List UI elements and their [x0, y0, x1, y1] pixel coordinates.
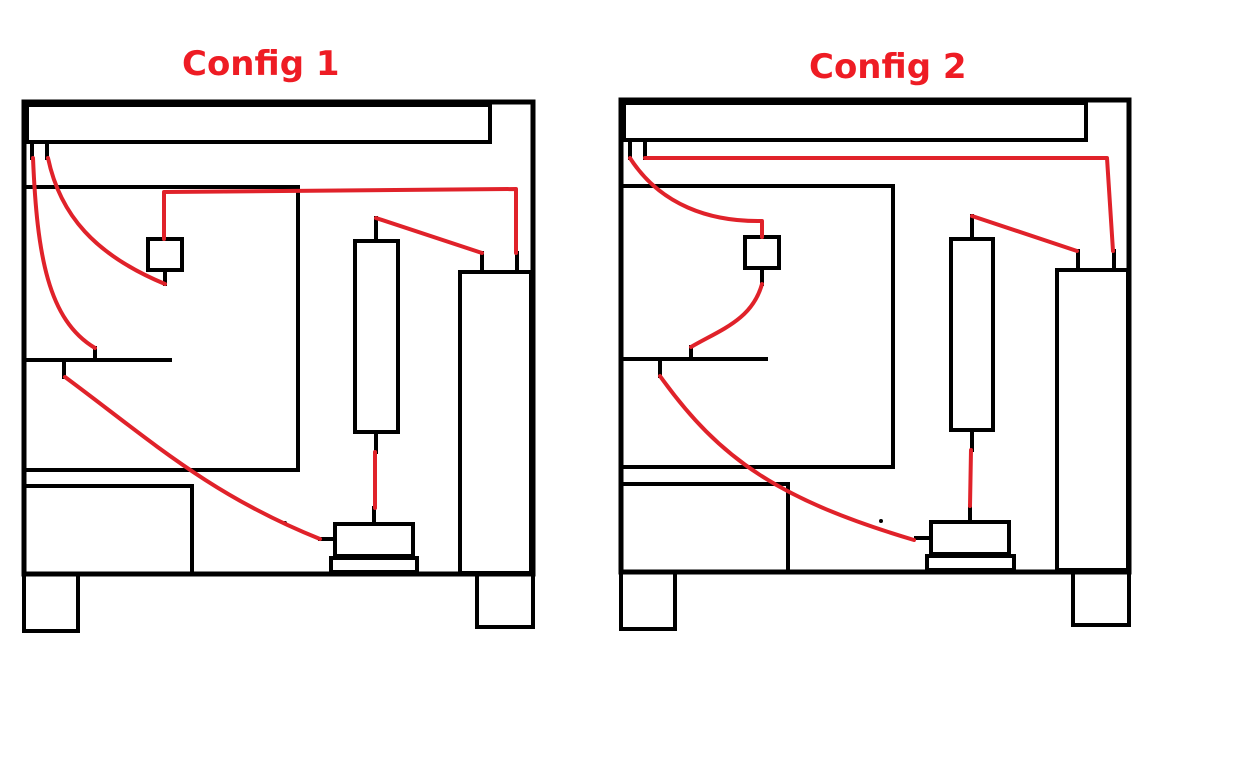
- config-1-vertical-component: [353, 239, 400, 434]
- config-1-wires: [31, 156, 518, 541]
- config-2-foot-right: [1071, 570, 1131, 627]
- config-2-case-outline: [618, 97, 1132, 631]
- config-1-wire-top-to-shelf: [31, 156, 97, 350]
- config-1-top-connectors: [30, 140, 49, 160]
- config-2-wire-module-to-shelf: [689, 282, 764, 349]
- config-1-wire-vertical-to-tall: [374, 216, 484, 255]
- config-1-main-board: [22, 185, 300, 472]
- config-2-diagram: [618, 97, 1132, 631]
- config-2-wire-top-to-tall: [643, 156, 1115, 253]
- config-2-top-connectors: [628, 138, 647, 160]
- config-1-foot-left: [22, 572, 80, 633]
- config-2-title: Config 2: [809, 47, 967, 87]
- config-1-base-unit: [318, 506, 419, 574]
- config-1-tall-component: [458, 270, 533, 575]
- config-2-wire-vertical-to-tall: [970, 214, 1079, 253]
- config-2-base-unit: [914, 504, 1016, 572]
- config-2-dot: [879, 519, 883, 523]
- config-2-tall-component: [1055, 268, 1130, 572]
- config-2-main-board: [619, 184, 895, 469]
- config-1-top-panel: [25, 103, 492, 144]
- config-1-wire-module-to-tall: [162, 187, 518, 255]
- config-1-foot-right: [475, 572, 535, 629]
- config-2-wire-vertical-to-base: [968, 448, 973, 508]
- config-2-bottom-left-box: [619, 482, 790, 574]
- config-1-small-module: [146, 237, 184, 272]
- config-2-foot-left: [619, 570, 677, 631]
- config-2-wires: [628, 156, 1115, 542]
- config-1-diagram: [21, 99, 536, 633]
- config-1-title: Config 1: [182, 44, 340, 84]
- config-2-wire-top-to-module: [628, 156, 764, 239]
- config-1-bottom-left-box: [22, 484, 194, 576]
- config-1-case-outline: [21, 99, 536, 633]
- config-2-top-panel: [622, 101, 1088, 142]
- config-2-wire-shelf-to-base: [658, 374, 916, 542]
- config-1-wire-shelf-to-base: [63, 375, 322, 541]
- config-2-vertical-component: [949, 237, 995, 432]
- config-2-small-module: [743, 235, 781, 270]
- config-1-wire-top-to-module: [46, 156, 167, 286]
